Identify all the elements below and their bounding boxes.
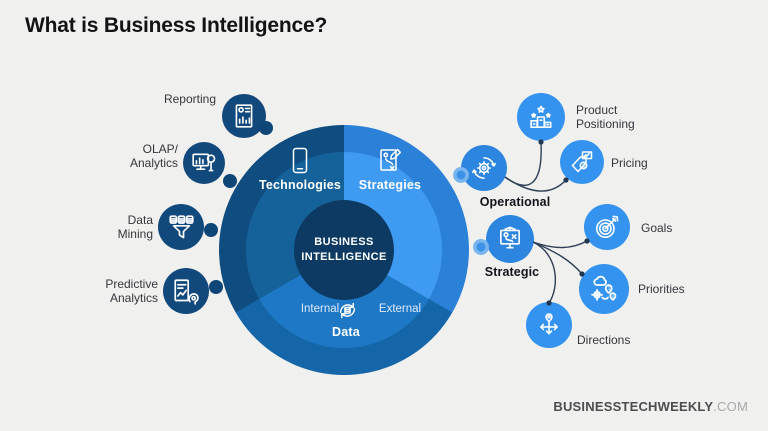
- segment-label-data: Data: [332, 325, 360, 339]
- segment-label-technologies: Technologies: [258, 178, 342, 192]
- node-data-mining: [158, 204, 204, 250]
- priorities-pins-icon: 12: [591, 275, 617, 301]
- directions-arrows-icon: [540, 313, 558, 335]
- segment-label-strategies: Strategies: [358, 178, 422, 192]
- node-pricing: $: [560, 140, 604, 184]
- node-directions: [526, 302, 572, 348]
- label-predictive-analytics: Predictive Analytics: [105, 277, 158, 306]
- report-document-icon: [235, 104, 253, 128]
- strategic-flipchart-icon: [500, 226, 520, 249]
- brand-name: BUSINESSTECHWEEKLY: [553, 399, 714, 414]
- operational-gear-icon: [471, 157, 497, 179]
- svg-text:1: 1: [608, 286, 611, 292]
- node-strategic: [486, 215, 534, 263]
- data-mining-funnel-icon: [168, 214, 194, 238]
- olap-analytics-icon: [192, 153, 216, 172]
- bi-wheel-center: BUSINESS INTELLIGENCE: [294, 200, 394, 300]
- label-goals: Goals: [641, 221, 673, 235]
- predictive-analytics-icon: [173, 278, 199, 305]
- smartphone-icon: [292, 147, 308, 174]
- label-product-positioning: Product Positioning: [576, 103, 635, 132]
- data-internal-label: Internal: [300, 303, 340, 315]
- connector-operational-pricing: [504, 176, 567, 192]
- page-title: What is Business Intelligence?: [25, 14, 328, 37]
- label-priorities: Priorities: [638, 282, 685, 296]
- pricing-tag-icon: $: [571, 151, 593, 173]
- label-directions: Directions: [577, 333, 631, 347]
- label-data-mining: Data Mining: [117, 213, 153, 242]
- svg-text:$: $: [582, 163, 585, 169]
- node-goals: [584, 204, 630, 250]
- strategy-board-icon: [378, 147, 403, 173]
- node-predictive-analytics: [163, 268, 209, 314]
- label-operational: Operational: [479, 195, 551, 209]
- svg-text:2: 2: [612, 294, 615, 299]
- node-product-positioning: [517, 93, 565, 141]
- connector-strategic-goals: [532, 240, 588, 249]
- label-olap-analytics: OLAP/ Analytics: [129, 142, 178, 171]
- node-reporting: [222, 94, 266, 138]
- node-olap-analytics: [183, 142, 225, 184]
- connector-operational-product-positioning: [504, 142, 542, 186]
- label-reporting: Reporting: [163, 92, 216, 106]
- data-external-label: External: [378, 303, 422, 315]
- goals-target-icon: [595, 215, 619, 239]
- brand-watermark: BUSINESSTECHWEEKLY.COM: [553, 399, 748, 414]
- node-operational: [461, 145, 507, 191]
- sync-database-icon: [336, 299, 359, 322]
- label-pricing: Pricing: [611, 156, 648, 170]
- product-positioning-icon: [530, 105, 552, 129]
- label-strategic: Strategic: [484, 265, 540, 279]
- brand-tld: .COM: [713, 399, 748, 414]
